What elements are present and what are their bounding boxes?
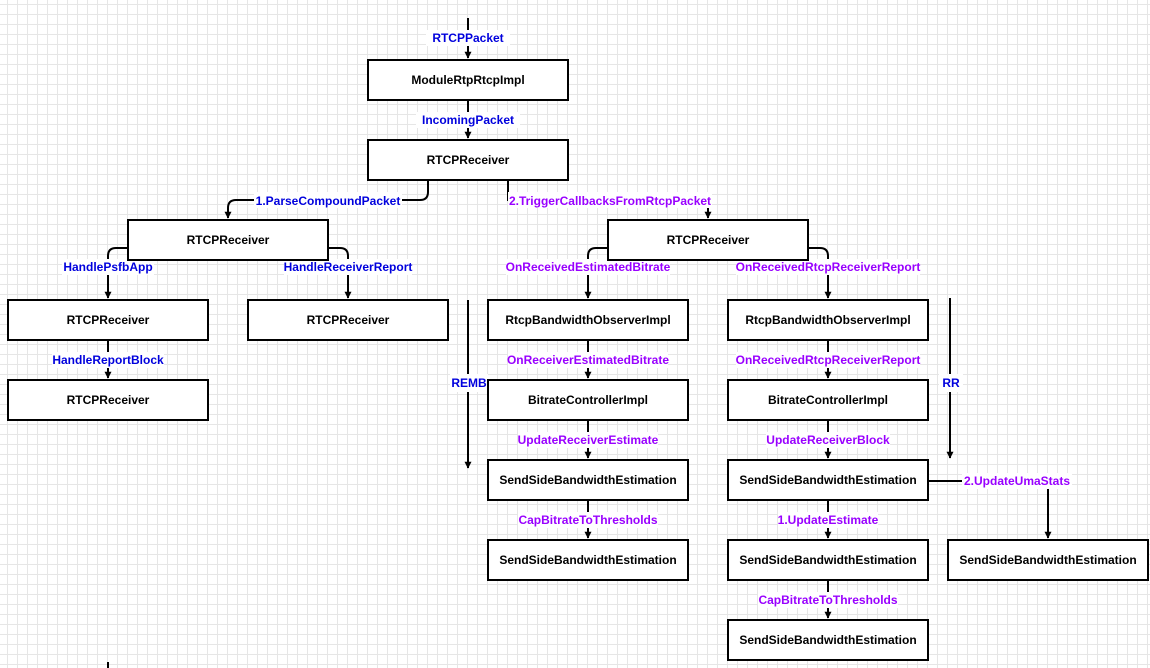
svg-text:RTCPPacket: RTCPPacket (432, 31, 503, 45)
label-incoming-packet: IncomingPacket (416, 112, 520, 128)
edge-on-received-estimated-bitrate (584, 247, 608, 299)
node-rtcp-receiver-trigger[interactable]: RTCPReceiver (607, 219, 809, 261)
svg-text:BitrateControllerImpl: BitrateControllerImpl (528, 393, 648, 407)
svg-text:RTCPReceiver: RTCPReceiver (667, 233, 750, 247)
svg-text:1.ParseCompoundPacket: 1.ParseCompoundPacket (256, 194, 401, 208)
label-update-receiver-block: UpdateReceiverBlock (766, 432, 890, 448)
svg-text:OnReceivedRtcpReceiverReport: OnReceivedRtcpReceiverReport (736, 260, 921, 274)
label-parse-compound-packet: 1.ParseCompoundPacket (254, 192, 402, 208)
svg-text:RTCPReceiver: RTCPReceiver (67, 393, 150, 407)
label-on-received-estimated-bitrate: OnReceivedEstimatedBitrate (506, 259, 671, 275)
node-module-rtp-rtcp-impl[interactable]: ModuleRtpRtcpImpl (367, 59, 569, 101)
label-update-receiver-estimate: UpdateReceiverEstimate (518, 432, 659, 448)
svg-text:UpdateReceiverBlock: UpdateReceiverBlock (766, 433, 890, 447)
svg-text:OnReceivedEstimatedBitrate: OnReceivedEstimatedBitrate (506, 260, 671, 274)
svg-text:HandlePsfbApp: HandlePsfbApp (63, 260, 152, 274)
label-rtcp-packet: RTCPPacket (426, 30, 510, 46)
svg-text:CapBitrateToThresholds: CapBitrateToThresholds (758, 593, 897, 607)
label-cap-bitrate-remb: CapBitrateToThresholds (518, 512, 658, 528)
svg-text:RtcpBandwidthObserverImpl: RtcpBandwidthObserverImpl (745, 313, 910, 327)
edge-handle-receiver-report (328, 247, 352, 299)
label-on-receiver-estimated-bitrate: OnReceiverEstimatedBitrate (507, 352, 669, 368)
svg-text:REMB: REMB (451, 376, 487, 390)
node-ssbe-rr-2[interactable]: SendSideBandwidthEstimation (727, 539, 929, 581)
edge-on-received-rtcp-receiver-report (808, 247, 832, 299)
edge-update-uma-stats (928, 480, 1052, 539)
svg-text:HandleReceiverReport: HandleReceiverReport (284, 260, 413, 274)
svg-text:CapBitrateToThresholds: CapBitrateToThresholds (518, 513, 657, 527)
node-bitrate-controller-rr[interactable]: BitrateControllerImpl (727, 379, 929, 421)
node-rtcp-receiver-rr[interactable]: RTCPReceiver (247, 299, 449, 341)
svg-text:OnReceivedRtcpReceiverReport: OnReceivedRtcpReceiverReport (736, 353, 921, 367)
svg-text:SendSideBandwidthEstimation: SendSideBandwidthEstimation (959, 553, 1136, 567)
label-handle-report-block: HandleReportBlock (52, 352, 164, 368)
node-bitrate-controller-remb[interactable]: BitrateControllerImpl (487, 379, 689, 421)
node-rtcp-receiver-parse[interactable]: RTCPReceiver (127, 219, 329, 261)
node-ssbe-rr-1[interactable]: SendSideBandwidthEstimation (727, 459, 929, 501)
label-cap-bitrate-rr: CapBitrateToThresholds (758, 592, 898, 608)
label-handle-psfb-app: HandlePsfbApp (62, 259, 154, 275)
node-ssbe-rr-3[interactable]: SendSideBandwidthEstimation (727, 619, 929, 661)
label-update-estimate: 1.UpdateEstimate (778, 512, 879, 528)
svg-text:ModuleRtpRtcpImpl: ModuleRtpRtcpImpl (411, 73, 524, 87)
node-rtcp-receiver-psfb[interactable]: RTCPReceiver (7, 299, 209, 341)
svg-text:SendSideBandwidthEstimation: SendSideBandwidthEstimation (739, 473, 916, 487)
node-bw-observer-rr[interactable]: RtcpBandwidthObserverImpl (727, 299, 929, 341)
svg-text:2.UpdateUmaStats: 2.UpdateUmaStats (964, 474, 1070, 488)
svg-text:RTCPReceiver: RTCPReceiver (307, 313, 390, 327)
svg-text:IncomingPacket: IncomingPacket (422, 113, 514, 127)
node-rtcp-receiver-top[interactable]: RTCPReceiver (367, 139, 569, 181)
label-on-received-rtcp-receiver-report-2: OnReceivedRtcpReceiverReport (736, 352, 921, 368)
node-ssbe-remb-1[interactable]: SendSideBandwidthEstimation (487, 459, 689, 501)
edge-handle-psfb-app (104, 247, 128, 299)
svg-text:RTCPReceiver: RTCPReceiver (187, 233, 270, 247)
svg-text:SendSideBandwidthEstimation: SendSideBandwidthEstimation (739, 553, 916, 567)
label-rr: RR (939, 374, 963, 392)
node-rtcp-receiver-block[interactable]: RTCPReceiver (7, 379, 209, 421)
node-ssbe-remb-2[interactable]: SendSideBandwidthEstimation (487, 539, 689, 581)
svg-text:UpdateReceiverEstimate: UpdateReceiverEstimate (518, 433, 659, 447)
svg-text:OnReceiverEstimatedBitrate: OnReceiverEstimatedBitrate (507, 353, 669, 367)
svg-text:RR: RR (942, 376, 960, 390)
label-remb: REMB (450, 374, 488, 392)
svg-text:SendSideBandwidthEstimation: SendSideBandwidthEstimation (739, 633, 916, 647)
svg-text:SendSideBandwidthEstimation: SendSideBandwidthEstimation (499, 553, 676, 567)
svg-text:1.UpdateEstimate: 1.UpdateEstimate (778, 513, 879, 527)
svg-text:SendSideBandwidthEstimation: SendSideBandwidthEstimation (499, 473, 676, 487)
svg-text:RTCPReceiver: RTCPReceiver (67, 313, 150, 327)
label-update-uma-stats: 2.UpdateUmaStats (962, 473, 1072, 489)
svg-text:RTCPReceiver: RTCPReceiver (427, 153, 510, 167)
label-on-received-rtcp-receiver-report: OnReceivedRtcpReceiverReport (736, 259, 921, 275)
node-bw-observer-remb[interactable]: RtcpBandwidthObserverImpl (487, 299, 689, 341)
label-handle-receiver-report: HandleReceiverReport (284, 259, 413, 275)
svg-text:BitrateControllerImpl: BitrateControllerImpl (768, 393, 888, 407)
label-trigger-callbacks: 2.TriggerCallbacksFromRtcpPacket (508, 192, 712, 208)
node-ssbe-uma[interactable]: SendSideBandwidthEstimation (947, 539, 1149, 581)
svg-text:2.TriggerCallbacksFromRtcpPack: 2.TriggerCallbacksFromRtcpPacket (509, 194, 711, 208)
svg-text:HandleReportBlock: HandleReportBlock (52, 353, 164, 367)
svg-text:RtcpBandwidthObserverImpl: RtcpBandwidthObserverImpl (505, 313, 670, 327)
